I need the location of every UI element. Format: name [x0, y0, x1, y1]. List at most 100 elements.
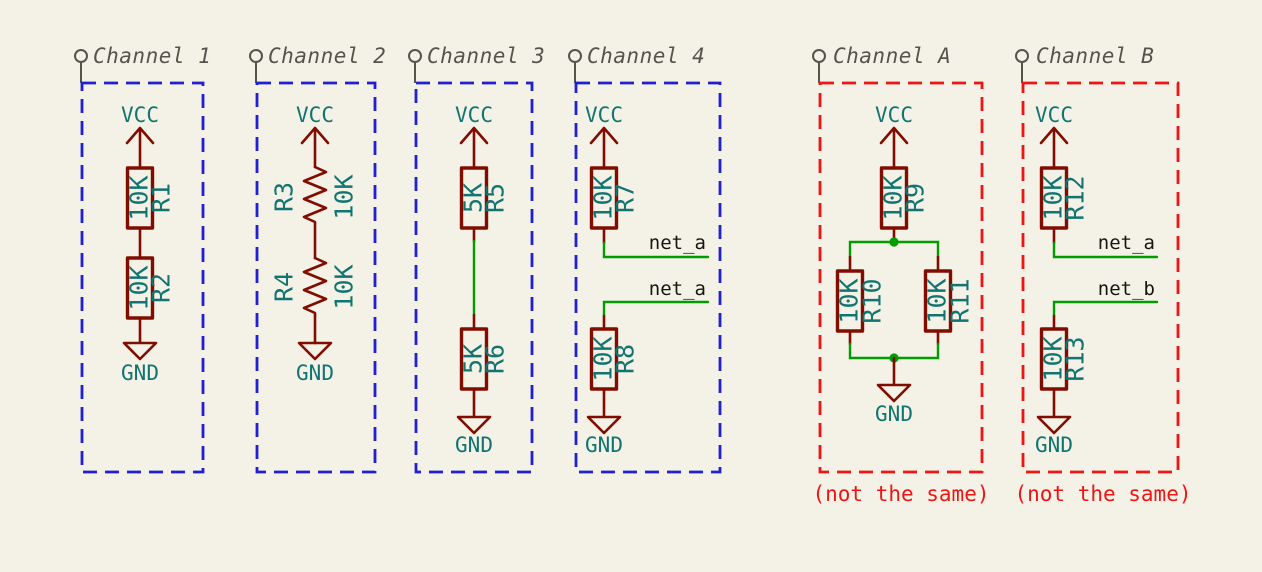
- resistor-ref[interactable]: R10: [858, 278, 887, 323]
- gnd-arrow-icon: [297, 341, 333, 361]
- resistor-ref[interactable]: R7: [611, 183, 640, 213]
- resistor-value[interactable]: 5K: [459, 183, 488, 213]
- resistor-r1[interactable]: 10K R1: [125, 166, 176, 230]
- sheet-pin[interactable]: [74, 49, 88, 63]
- sheet-pin[interactable]: [408, 49, 422, 63]
- resistor-ref[interactable]: R3: [270, 182, 299, 212]
- vcc-label: VCC: [455, 103, 493, 127]
- net-label[interactable]: net_a: [1098, 232, 1155, 254]
- vcc-arrow-icon: [1039, 126, 1069, 170]
- vcc-arrow-icon: [589, 126, 619, 170]
- channel-title[interactable]: Channel B: [1036, 44, 1154, 68]
- channel-outline[interactable]: [574, 81, 722, 474]
- resistor-ref[interactable]: R9: [901, 183, 930, 213]
- resistor-r11[interactable]: 10K R11: [923, 269, 975, 333]
- vcc-power-symbol[interactable]: VCC: [585, 103, 623, 170]
- wire[interactable]: [602, 300, 710, 318]
- vcc-power-symbol[interactable]: VCC: [121, 103, 159, 170]
- resistor-r2[interactable]: 10K R2: [125, 256, 176, 320]
- channel-title[interactable]: Channel 4: [587, 44, 705, 68]
- resistor-ref[interactable]: R1: [147, 183, 176, 213]
- gnd-power-symbol[interactable]: GND: [121, 316, 159, 385]
- resistor-r6[interactable]: 5K R6: [459, 327, 510, 391]
- channel-title[interactable]: Channel 3: [427, 44, 545, 68]
- resistor-value[interactable]: 10K: [923, 278, 952, 323]
- resistor-r5[interactable]: 5K R5: [459, 166, 510, 230]
- channel-3: Channel 3 VCC 5K R5 5K R6 GND: [408, 44, 545, 474]
- vcc-label: VCC: [875, 103, 913, 127]
- vcc-label: VCC: [585, 103, 623, 127]
- channel-outline[interactable]: [255, 81, 377, 474]
- sheet-pin[interactable]: [249, 49, 263, 63]
- resistor-r12[interactable]: 10K R12: [1039, 166, 1090, 230]
- channel-outline[interactable]: [80, 81, 205, 474]
- resistor-r4[interactable]: R4 10K: [270, 256, 359, 345]
- resistor-ref[interactable]: R13: [1061, 336, 1090, 381]
- resistor-value[interactable]: 10K: [879, 175, 908, 220]
- resistor-value[interactable]: 10K: [589, 175, 618, 220]
- net-label[interactable]: net_a: [649, 232, 706, 254]
- channel-outline[interactable]: [414, 81, 534, 474]
- channel-2: Channel 2 VCC R3 10K R4 10K GND: [249, 44, 386, 474]
- gnd-arrow-icon: [586, 387, 622, 435]
- note-text[interactable]: (not the same): [1014, 482, 1191, 506]
- resistor-value[interactable]: 10K: [125, 175, 154, 220]
- resistor-value[interactable]: 5K: [459, 344, 488, 374]
- resistor-value[interactable]: 10K: [1039, 175, 1068, 220]
- resistor-ref[interactable]: R11: [946, 278, 975, 323]
- sheet-pin[interactable]: [568, 49, 582, 63]
- gnd-arrow-icon: [456, 387, 492, 435]
- resistor-r8[interactable]: 10K R8: [589, 327, 640, 391]
- gnd-power-symbol[interactable]: GND: [296, 341, 334, 385]
- resistor-ref[interactable]: R5: [481, 183, 510, 213]
- gnd-arrow-icon: [876, 356, 912, 403]
- channel-title[interactable]: Channel 1: [93, 44, 211, 68]
- resistor-ref[interactable]: R8: [611, 344, 640, 374]
- net-label[interactable]: net_b: [1098, 278, 1155, 300]
- net-label[interactable]: net_a: [649, 278, 706, 300]
- resistor-value[interactable]: 10K: [125, 265, 154, 310]
- channel-title[interactable]: Channel A: [833, 44, 951, 68]
- vcc-power-symbol[interactable]: VCC: [875, 103, 913, 170]
- resistor-r13[interactable]: 10K R13: [1039, 327, 1090, 391]
- vcc-power-symbol[interactable]: VCC: [296, 103, 334, 169]
- resistor-r7[interactable]: 10K R7: [589, 166, 640, 230]
- resistor-r9[interactable]: 10K R9: [879, 166, 930, 230]
- resistor-value[interactable]: 10K: [330, 174, 359, 219]
- channel-a: Channel A VCC 10K R9 10K R10 10K R11: [812, 44, 990, 506]
- gnd-label: GND: [1035, 433, 1073, 457]
- channel-title[interactable]: Channel 2: [268, 44, 386, 68]
- wire[interactable]: [602, 241, 710, 259]
- gnd-power-symbol[interactable]: GND: [875, 356, 913, 426]
- resistor-ref[interactable]: R4: [270, 272, 299, 302]
- channel-outline[interactable]: [1021, 81, 1180, 474]
- resistor-value[interactable]: 10K: [1039, 336, 1068, 381]
- resistor-ref[interactable]: R6: [481, 344, 510, 374]
- channel-outline[interactable]: [818, 81, 984, 474]
- vcc-label: VCC: [121, 103, 159, 127]
- resistor-ref[interactable]: R2: [147, 273, 176, 303]
- junction-dot[interactable]: [889, 237, 899, 247]
- note-text[interactable]: (not the same): [812, 482, 989, 506]
- wire[interactable]: [1052, 300, 1159, 318]
- vcc-label: VCC: [1035, 103, 1073, 127]
- gnd-power-symbol[interactable]: GND: [1035, 387, 1073, 457]
- sheet-pin[interactable]: [812, 49, 826, 63]
- vcc-arrow-icon: [300, 126, 330, 169]
- wire[interactable]: [1052, 241, 1159, 259]
- gnd-power-symbol[interactable]: GND: [585, 387, 623, 457]
- sheet-pin[interactable]: [1015, 49, 1029, 63]
- vcc-power-symbol[interactable]: VCC: [455, 103, 493, 170]
- resistor-r3[interactable]: R3 10K: [270, 165, 359, 260]
- resistor-value[interactable]: 10K: [330, 264, 359, 309]
- channel-b: Channel B VCC 10K R12 net_a net_b 10K R1…: [1014, 44, 1191, 506]
- resistor-r10[interactable]: 10K R10: [835, 269, 887, 333]
- channel-4: Channel 4 VCC 10K R7 net_a net_a 10K R8 …: [568, 44, 722, 474]
- resistor-ref[interactable]: R12: [1061, 175, 1090, 220]
- resistor-zigzag: [302, 165, 328, 260]
- vcc-power-symbol[interactable]: VCC: [1035, 103, 1073, 170]
- gnd-power-symbol[interactable]: GND: [455, 387, 493, 457]
- resistor-value[interactable]: 10K: [589, 336, 618, 381]
- resistor-value[interactable]: 10K: [835, 278, 864, 323]
